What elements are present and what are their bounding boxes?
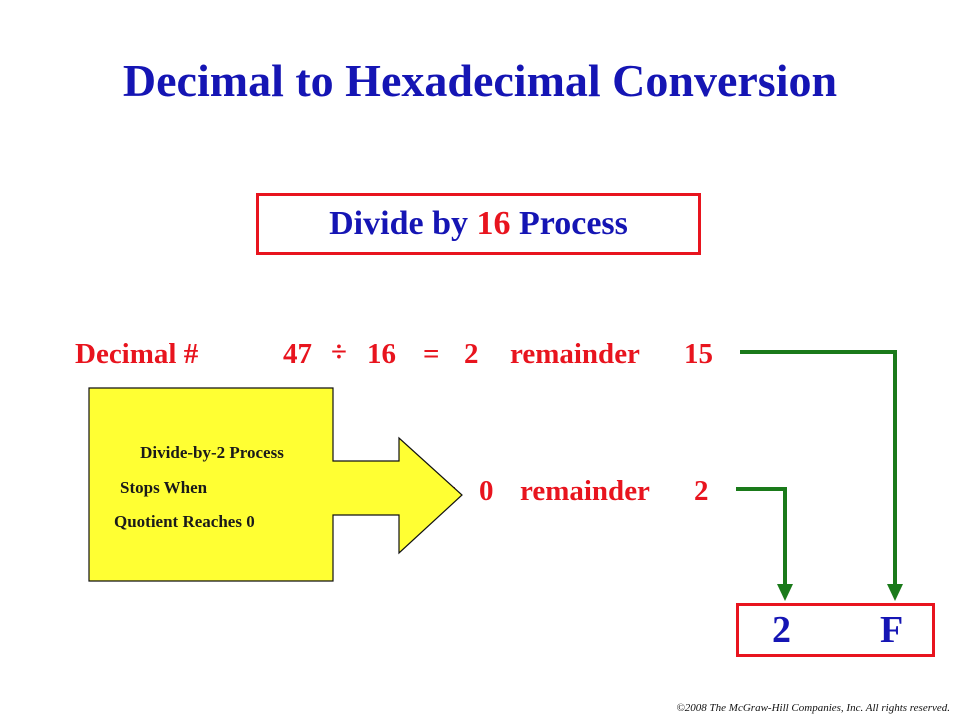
callout-line2: Stops When: [120, 478, 208, 497]
page-title: Decimal to Hexadecimal Conversion: [122, 55, 838, 106]
decimal-label: Decimal #: [75, 338, 199, 370]
process-box: [256, 193, 701, 255]
row1-remainder: 15: [684, 338, 713, 370]
process-heading: Divide by 16 Process: [256, 207, 701, 241]
row1-divisor: 16: [367, 338, 396, 370]
callout-line1: Divide-by-2 Process: [140, 443, 284, 462]
row1-remainder-word: remainder: [510, 338, 640, 370]
row1-dividend: 47: [283, 338, 312, 370]
process-suffix: Process: [510, 205, 628, 242]
row1-quotient: 2: [464, 338, 479, 370]
row2-remainder-word: remainder: [520, 475, 650, 507]
callout-line3: Quotient Reaches 0: [114, 512, 255, 531]
arrowhead-to-2: [777, 584, 793, 601]
connector-15-to-F: [740, 350, 897, 588]
row2-remainder: 2: [694, 475, 709, 507]
result-digit-F: F: [880, 609, 904, 651]
arrowhead-to-F: [887, 584, 903, 601]
process-divisor: 16: [476, 205, 511, 242]
result-box: [736, 603, 935, 657]
row1-divide-sign: ÷: [331, 336, 347, 368]
callout-arrow-shape: [88, 387, 463, 582]
row1-equals: =: [423, 338, 440, 370]
copyright-notice: ©2008 The McGraw-Hill Companies, Inc. Al…: [676, 702, 950, 714]
connector-2-to-2: [736, 487, 787, 588]
row2-quotient: 0: [479, 475, 494, 507]
process-prefix: Divide by: [329, 205, 477, 242]
result-digit-2: 2: [772, 609, 791, 651]
